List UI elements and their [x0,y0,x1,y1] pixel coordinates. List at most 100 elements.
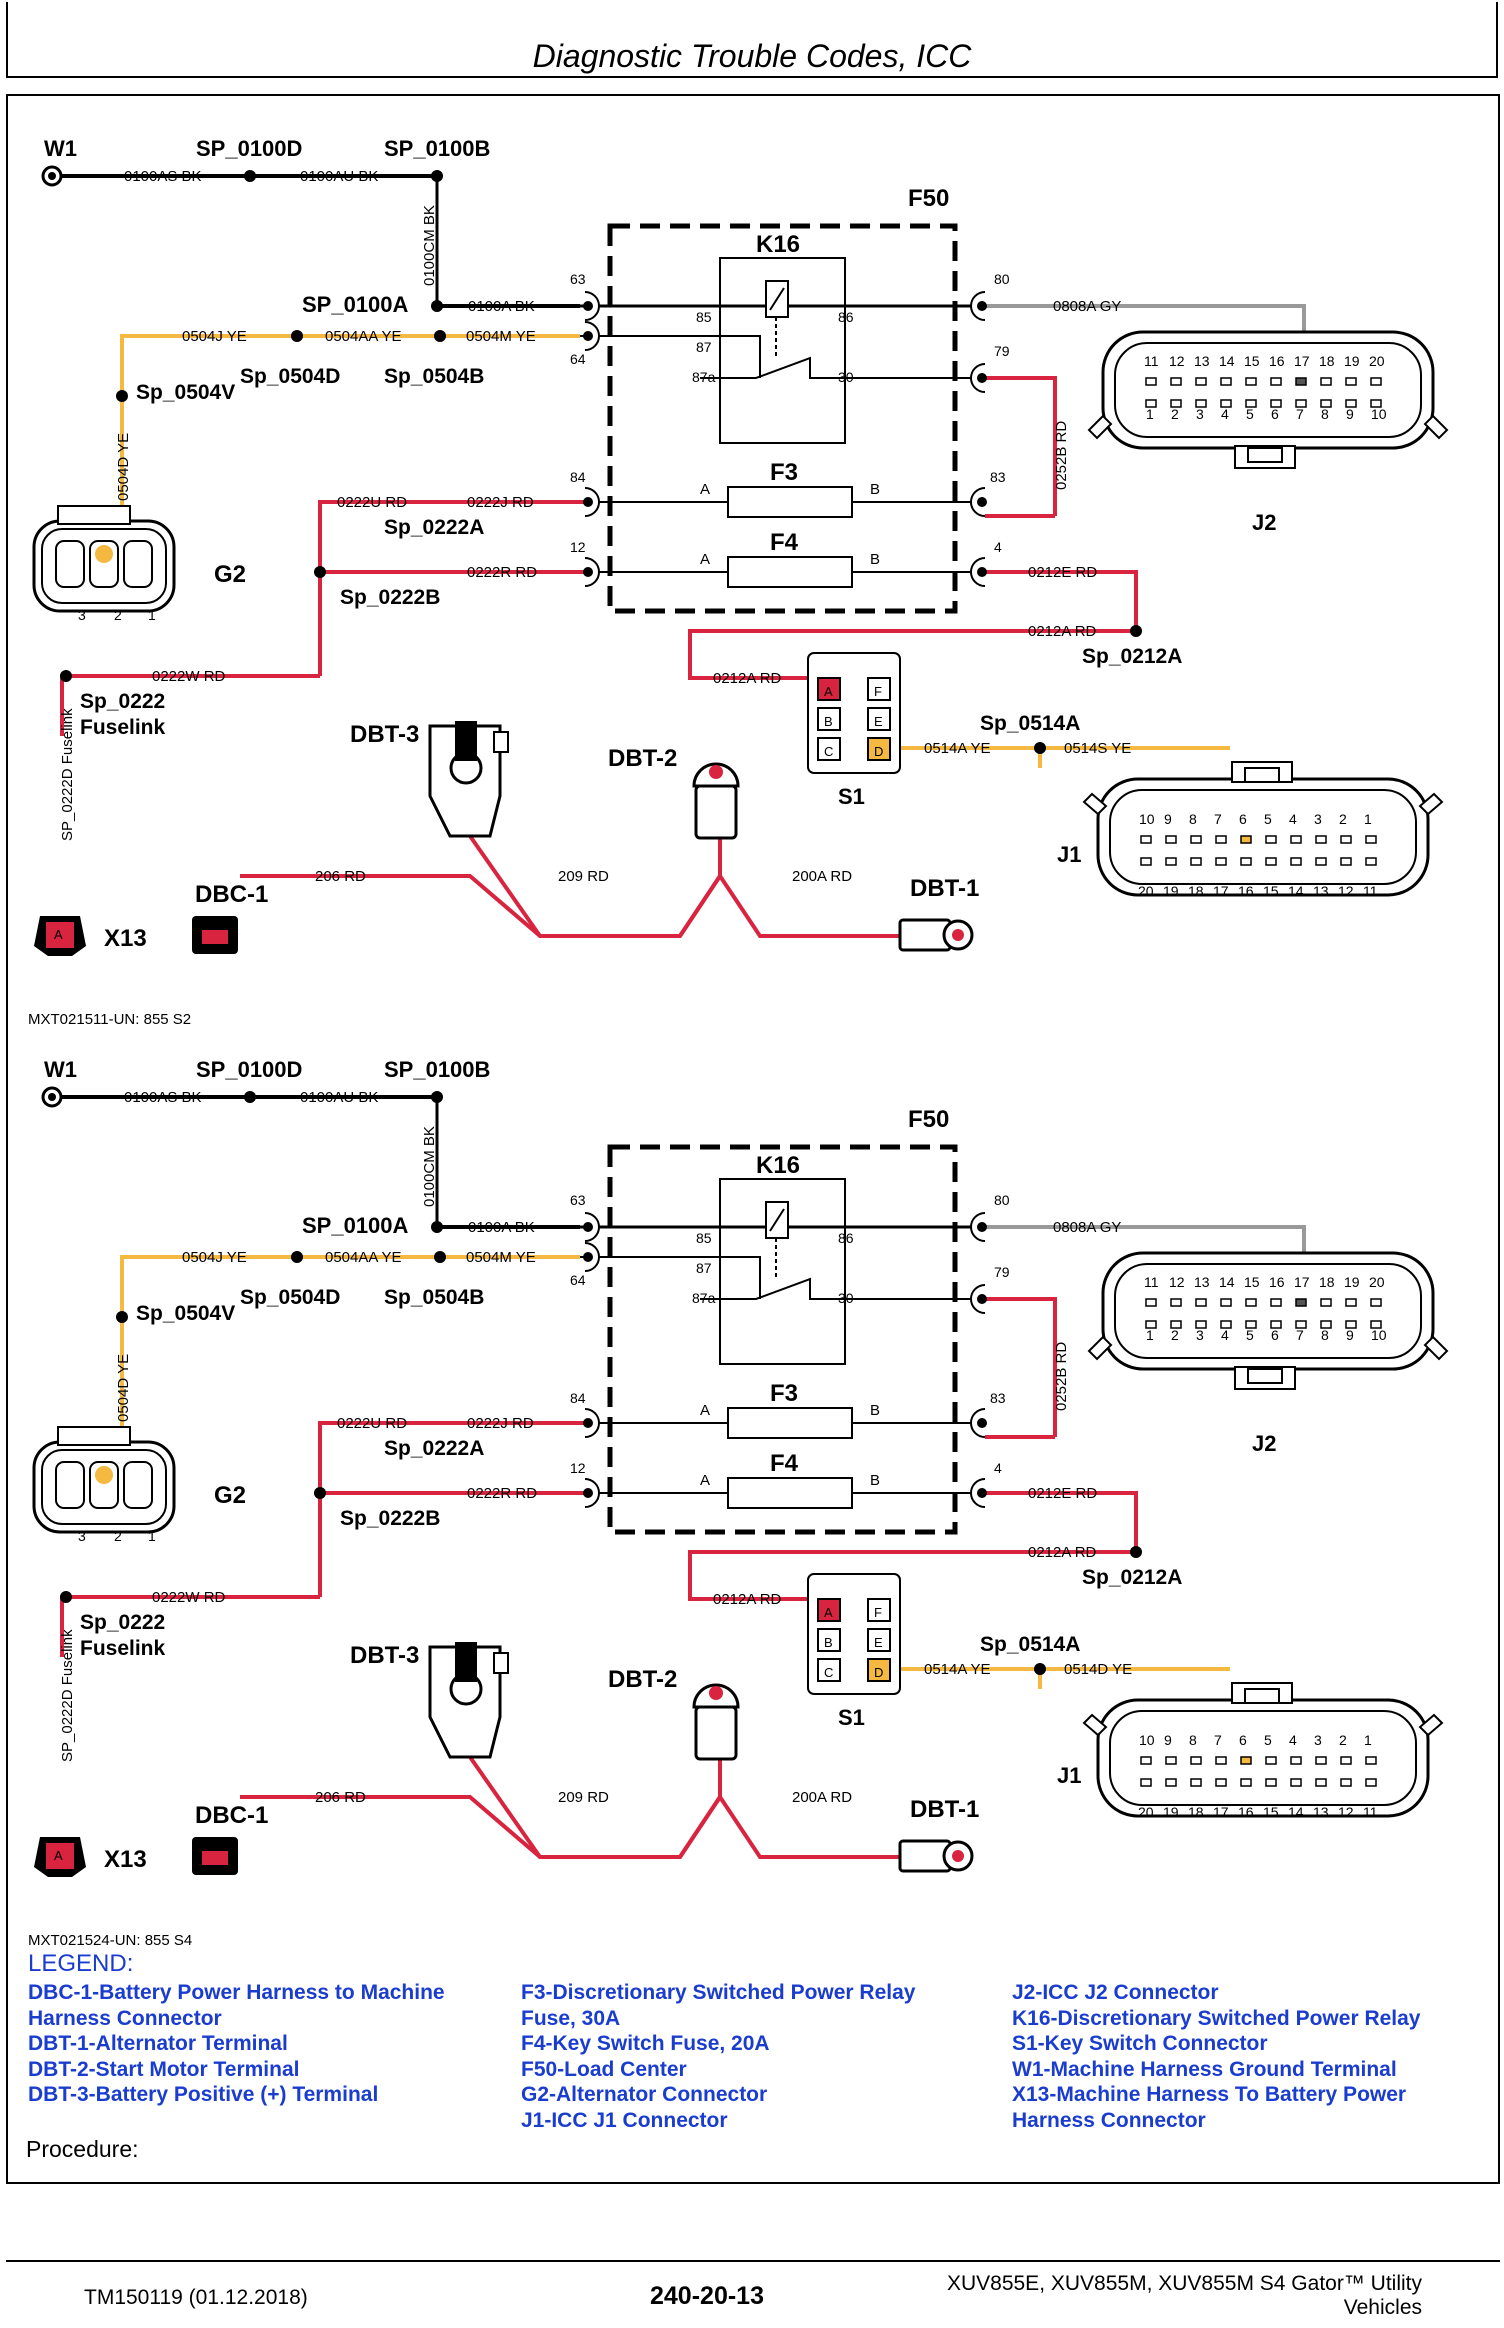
schematic-label: 0514D YE [1064,1661,1132,1678]
connector-pin [1320,377,1332,386]
legend-entry: F4-Key Switch Fuse, 20A [521,2032,770,2055]
schematic-label: A [700,551,710,568]
schematic-label: X13 [104,1846,147,1873]
schematic-label: 0222J RD [467,1415,534,1432]
connector-pin [1220,399,1232,408]
schematic-label: 0504D YE [115,433,132,501]
connector-pin [1245,1320,1257,1329]
schematic-label: 87 [696,1260,712,1276]
connector-pin [1245,1298,1257,1307]
schematic-label: 16 [1269,353,1285,369]
schematic-label: 86 [838,309,854,325]
schematic-label: W1 [44,136,77,161]
schematic-label: J1 [1057,842,1081,867]
schematic-label: 87a [692,369,716,385]
schematic-label: 15 [1244,1274,1260,1290]
legend-entry: F50-Load Center [521,2057,687,2081]
connector-pin [1240,1756,1252,1765]
schematic-label: 0212A RD [713,670,782,687]
schematic-label: 0100AU BK [300,1089,378,1106]
schematic-label: Sp_0504V [136,381,235,404]
schematic-label: 0504M YE [466,328,536,345]
connector-pin [1365,1756,1377,1765]
connector-pin [1340,835,1352,844]
schematic-label: S1 [838,784,865,809]
schematic-label: B [870,481,880,498]
schematic-label: G2 [214,1482,246,1509]
schematic-label: J2 [1252,1431,1276,1456]
legend-entry: Harness Connector [28,2006,222,2030]
schematic-label: 79 [994,1264,1010,1280]
schematic-label: 0100AS BK [124,168,202,185]
schematic-label: 0252B RD [1053,421,1070,490]
schematic-label: G2 [214,561,246,588]
connector-pin [1340,1778,1352,1787]
schematic-label: B [870,1402,880,1419]
connector-pin [1370,377,1382,386]
schematic-label: Sp_0222 [80,690,165,713]
schematic-label: 9 [1164,1732,1172,1748]
schematic-label: C [824,744,833,759]
connector-pin [1170,399,1182,408]
schematic-label: 11 [1144,353,1159,369]
legend-entry: J2-ICC J2 Connector [1012,1981,1219,2004]
schematic-label: Sp_0504B [384,365,484,388]
schematic-label: F50 [908,1106,949,1133]
legend-entry: F3-Discretionary Switched Power Relay [521,1981,916,2004]
schematic-label: 18 [1319,353,1335,369]
schematic-label: 5 [1264,811,1272,827]
schematic-label: 3 [1196,1327,1204,1343]
schematic-label: 1 [1364,811,1372,827]
schematic-label: 6 [1271,406,1279,422]
schematic-label: DBC-1 [195,1802,268,1829]
schematic-label: 9 [1164,811,1172,827]
schematic-label: 6 [1271,1327,1279,1343]
connector-pin [1170,377,1182,386]
schematic-label: B [870,551,880,568]
schematic-label: 63 [570,271,586,287]
schematic-label: J1 [1057,1763,1081,1788]
connector-pin [1320,399,1332,408]
schematic-label: SP_0100B [384,1057,490,1082]
connector-pin [1220,1320,1232,1329]
connector-pin [1340,1756,1352,1765]
connector-pin [1270,1320,1282,1329]
legend-entry: Harness Connector [1012,2108,1206,2132]
schematic-label: A [54,1848,63,1863]
schematic-label: Sp_0222B [340,586,440,609]
connector-pin [1345,399,1357,408]
schematic-label: 84 [570,1390,586,1406]
footer-page-number: 240-20-13 [650,2282,764,2310]
schematic-label: 80 [994,271,1010,287]
schematic-label: 3 [1314,811,1322,827]
connector-pin [1270,377,1282,386]
schematic-label: 4 [1221,406,1229,422]
schematic-label: 19 [1163,883,1179,899]
schematic-label: Sp_0504D [240,365,340,388]
schematic-label: Sp_0222B [340,1507,440,1530]
connector-pin [1145,377,1157,386]
connector-pin [1345,1320,1357,1329]
connector-pin [1215,1778,1227,1787]
legend-entry: K16-Discretionary Switched Power Relay [1012,2006,1421,2030]
schematic-label: DBC-1 [195,881,268,908]
schematic-label: E [874,714,883,729]
schematic-label: 200A RD [792,1789,852,1806]
schematic-label: 87 [696,339,712,355]
schematic-label: B [824,714,833,729]
schematic-label: 1 [1146,1327,1154,1343]
schematic-label: 20 [1369,353,1385,369]
schematic-label: 0222R RD [467,564,537,581]
schematic-label: 9 [1346,406,1354,422]
schematic-label: 11 [1144,1274,1159,1290]
schematic-label: 20 [1138,883,1154,899]
schematic-label: 2 [1339,1732,1347,1748]
schematic-label: 0212A RD [1028,623,1097,640]
schematic-label: 0252B RD [1053,1342,1070,1411]
footer-models-line1: XUV855E, XUV855M, XUV855M S4 Gator™ Util… [946,2272,1422,2295]
schematic-label: 4 [994,1460,1002,1476]
schematic-label: DBT-1 [910,1796,979,1823]
schematic-label: 17 [1213,1804,1229,1820]
